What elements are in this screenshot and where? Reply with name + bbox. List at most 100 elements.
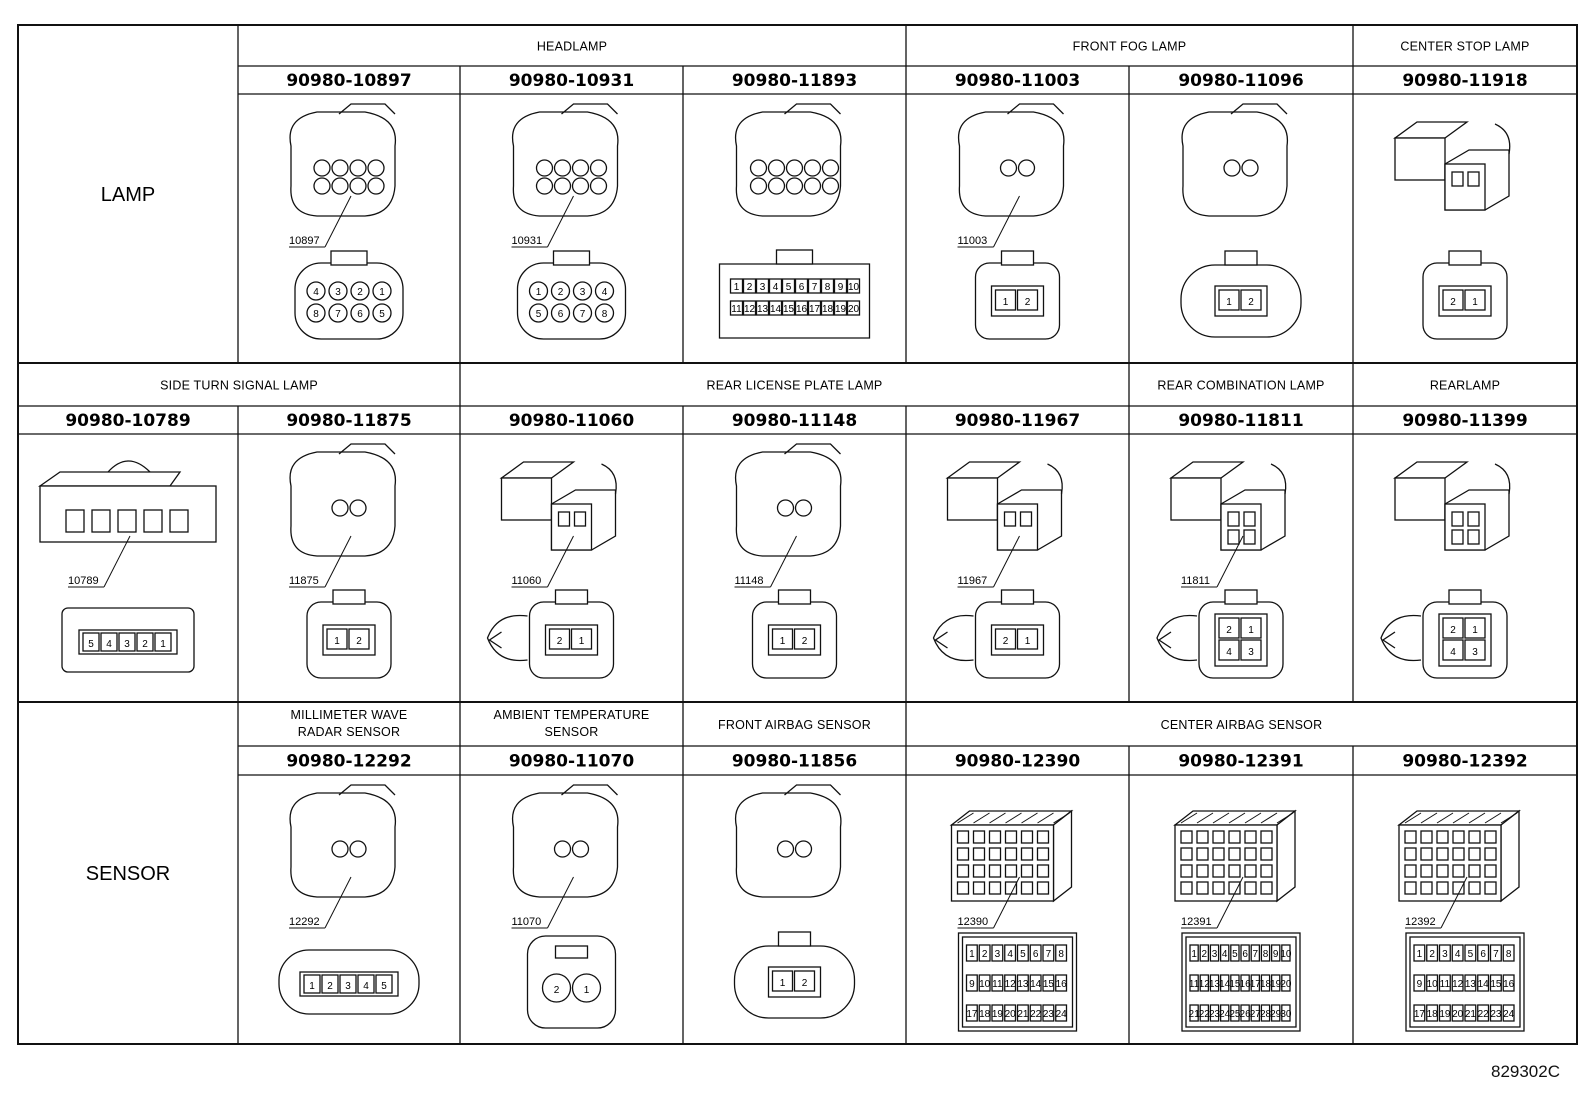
pin-cell bbox=[794, 278, 809, 294]
part-number: 90980-12391 bbox=[1178, 752, 1303, 772]
pin-number: 9 bbox=[969, 979, 975, 990]
pin-number: 4 bbox=[313, 287, 319, 298]
group-header: REARLAMP bbox=[1430, 379, 1500, 393]
pin-cell bbox=[846, 300, 861, 316]
part-number: 90980-11003 bbox=[955, 71, 1080, 91]
part-number: 90980-11096 bbox=[1178, 71, 1303, 91]
callout-text: 11070 bbox=[512, 916, 542, 928]
pin-cell bbox=[1230, 974, 1240, 992]
pin-cell bbox=[1464, 289, 1486, 311]
pin-number: 8 bbox=[1506, 949, 1512, 960]
pin-cell bbox=[729, 278, 744, 294]
pin-number: 2 bbox=[1450, 625, 1456, 636]
callout-text: 12390 bbox=[958, 916, 989, 928]
callout-text: 11148 bbox=[735, 575, 764, 587]
pin-number: 8 bbox=[1058, 949, 1064, 960]
pin-cell bbox=[348, 628, 370, 650]
pin-cell bbox=[1260, 1004, 1271, 1022]
pin-number: 20 bbox=[1280, 979, 1292, 990]
pin-number: 7 bbox=[812, 282, 818, 293]
pin-number: 11 bbox=[731, 304, 742, 315]
pin-number: 4 bbox=[602, 287, 608, 298]
pin-cell bbox=[1240, 617, 1262, 639]
pin-cell bbox=[1426, 944, 1439, 962]
pin-number: 3 bbox=[1442, 949, 1448, 960]
pin-number: 21 bbox=[1017, 1009, 1029, 1020]
part-number: 90980-12392 bbox=[1402, 752, 1527, 772]
pin-number: 4 bbox=[1450, 647, 1456, 658]
pin-number: 20 bbox=[1005, 1009, 1017, 1020]
pin-number: 3 bbox=[760, 282, 766, 293]
pin-number: 22 bbox=[1030, 1009, 1042, 1020]
part-number: 90980-11070 bbox=[509, 752, 635, 772]
pin-number: 5 bbox=[381, 981, 387, 992]
callout-label: 12292 bbox=[289, 876, 352, 929]
pin-number: 2 bbox=[1429, 949, 1435, 960]
pin-cell bbox=[1004, 944, 1017, 962]
pin-number: 14 bbox=[1219, 979, 1231, 990]
pin-cell bbox=[771, 970, 794, 992]
pin-number: 1 bbox=[309, 981, 315, 992]
pin-cell bbox=[321, 974, 339, 994]
pin-cell bbox=[1281, 944, 1291, 962]
pin-cell bbox=[306, 281, 326, 301]
pin-cell bbox=[1004, 974, 1017, 992]
part-number: 90980-11918 bbox=[1402, 71, 1527, 91]
callout-label: 12391 bbox=[1181, 876, 1244, 929]
pin-number: 13 bbox=[1209, 979, 1221, 990]
pin-cell bbox=[781, 278, 796, 294]
pin-number: 16 bbox=[1503, 979, 1515, 990]
pin-cell bbox=[1250, 974, 1261, 992]
pin-number: 14 bbox=[1478, 979, 1490, 990]
pin-number: 5 bbox=[536, 309, 542, 320]
pin-cell bbox=[118, 632, 136, 652]
pin-number: 2 bbox=[142, 639, 148, 650]
pin-number: 24 bbox=[1056, 1009, 1068, 1020]
callout-label: 11148 bbox=[734, 535, 797, 588]
pin-cell bbox=[550, 281, 571, 301]
callout-label: 12390 bbox=[957, 876, 1020, 929]
pin-cell bbox=[742, 278, 757, 294]
pin-cell bbox=[1240, 974, 1250, 992]
pin-number: 22 bbox=[1199, 1009, 1211, 1020]
pin-cell bbox=[1199, 944, 1210, 962]
group-header: CENTER STOP LAMP bbox=[1400, 40, 1529, 54]
pin-number: 7 bbox=[1046, 949, 1052, 960]
pin-number: 6 bbox=[1480, 949, 1486, 960]
pin-cell bbox=[807, 300, 822, 316]
pin-cell bbox=[357, 974, 375, 994]
pin-number: 2 bbox=[802, 978, 808, 989]
pin-number: 1 bbox=[1003, 297, 1009, 308]
pin-number: 14 bbox=[1030, 979, 1042, 990]
pin-number: 16 bbox=[796, 304, 808, 315]
part-number: 90980-11148 bbox=[732, 411, 857, 431]
pin-number: 18 bbox=[1427, 1009, 1439, 1020]
pin-number: 19 bbox=[1270, 979, 1282, 990]
pin-cell bbox=[1016, 944, 1029, 962]
pin-number: 5 bbox=[88, 639, 94, 650]
pin-number: 13 bbox=[1465, 979, 1477, 990]
pin-cell bbox=[1464, 944, 1477, 962]
pin-number: 1 bbox=[734, 282, 740, 293]
pin-cell bbox=[154, 632, 172, 652]
pin-number: 12 bbox=[1005, 979, 1017, 990]
pin-number: 19 bbox=[992, 1009, 1004, 1020]
callout-label: 11070 bbox=[511, 876, 574, 929]
group-header: REAR COMBINATION LAMP bbox=[1157, 379, 1324, 393]
pin-number: 4 bbox=[1455, 949, 1461, 960]
callout-label: 10931 bbox=[511, 195, 574, 248]
callout-text: 12391 bbox=[1181, 916, 1212, 928]
callout-text: 10931 bbox=[512, 235, 543, 247]
pin-number: 24 bbox=[1503, 1009, 1515, 1020]
pin-cell bbox=[965, 944, 978, 962]
pin-number: 14 bbox=[770, 304, 782, 315]
pin-cell bbox=[1442, 617, 1464, 639]
pin-cell bbox=[1438, 1004, 1451, 1022]
pin-cell bbox=[1230, 1004, 1240, 1022]
